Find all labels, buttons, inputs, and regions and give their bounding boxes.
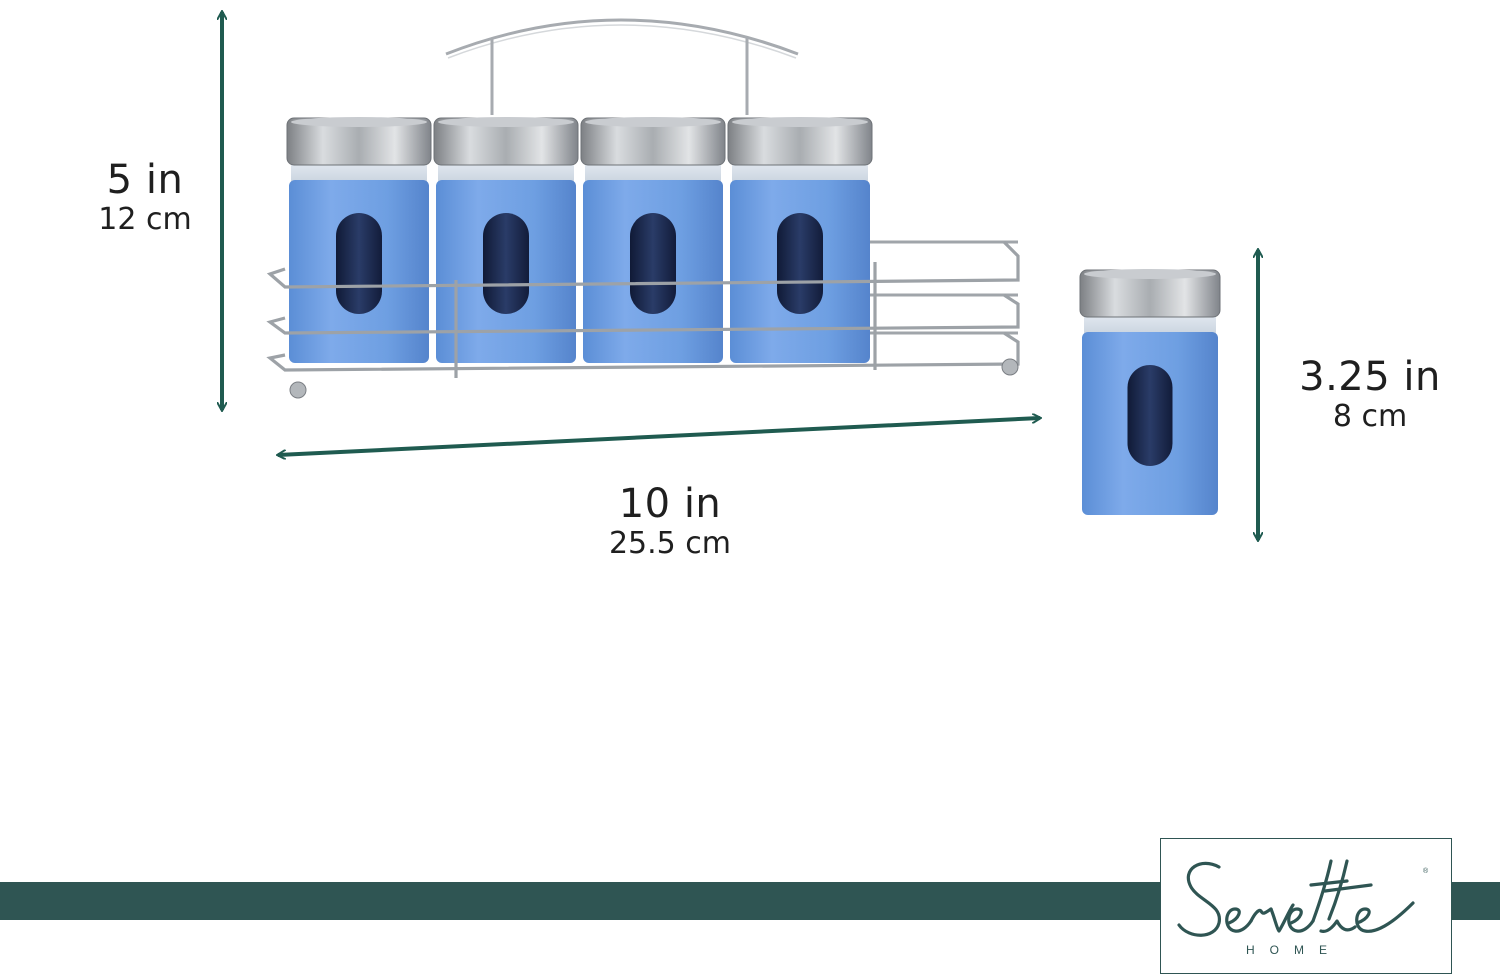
brand-logo-subtext: HOME bbox=[1246, 943, 1342, 957]
single-shaker-body-glass-rim bbox=[1084, 317, 1216, 336]
rack-shaker-1 bbox=[286, 117, 432, 363]
shaker-height-imperial: 3.25 in bbox=[1299, 354, 1441, 400]
shaker-height-label: 3.25 in 8 cm bbox=[1290, 355, 1450, 435]
rack-shaker-3-window bbox=[630, 212, 676, 314]
rack-height-imperial: 5 in bbox=[106, 157, 184, 203]
rack-shaker-4-glass-rim bbox=[732, 165, 868, 184]
rack-shaker-1-window bbox=[336, 212, 382, 314]
rack-front-rails bbox=[266, 240, 1020, 378]
rack-shaker-1-glass-rim bbox=[291, 165, 427, 184]
svg-text:®: ® bbox=[1423, 867, 1429, 875]
rack-shaker-2-lid-top bbox=[438, 117, 574, 127]
single-shaker-body-lid-top bbox=[1084, 269, 1216, 279]
rack-handle bbox=[445, 18, 799, 115]
width-arrow-icon bbox=[278, 418, 1040, 455]
rack-shaker-3-glass-rim bbox=[585, 165, 721, 184]
brand-logo: ® bbox=[1160, 838, 1452, 974]
rack-shaker-2-window bbox=[483, 212, 529, 314]
rack-shaker-3-lid-top bbox=[585, 117, 721, 127]
rack-shaker-2 bbox=[433, 117, 579, 363]
rack-width-label: 10 in 25.5 cm bbox=[570, 482, 770, 562]
rack-shaker-4 bbox=[727, 117, 873, 363]
rack-shaker-1-lid-top bbox=[291, 117, 427, 127]
rack-shaker-4-lid-top bbox=[732, 117, 868, 127]
rack-width-imperial: 10 in bbox=[618, 481, 722, 527]
rack-shaker-2-glass-rim bbox=[438, 165, 574, 184]
single-shaker bbox=[1079, 269, 1221, 515]
rack-feet bbox=[289, 358, 1019, 399]
rack-height-label: 5 in 12 cm bbox=[70, 158, 220, 238]
single-shaker-body-window bbox=[1127, 364, 1173, 466]
rack-width-metric: 25.5 cm bbox=[608, 526, 732, 561]
rack-height-metric: 12 cm bbox=[98, 202, 192, 237]
single-shaker-body bbox=[1079, 269, 1221, 515]
shaker-height-metric: 8 cm bbox=[1332, 399, 1408, 434]
brand-logo-script: ® bbox=[1177, 859, 1429, 937]
rack-shaker-3 bbox=[580, 117, 726, 363]
rack-shaker-4-window bbox=[777, 212, 823, 314]
rack-shakers bbox=[286, 117, 873, 363]
rack-back-rails bbox=[855, 240, 1018, 335]
